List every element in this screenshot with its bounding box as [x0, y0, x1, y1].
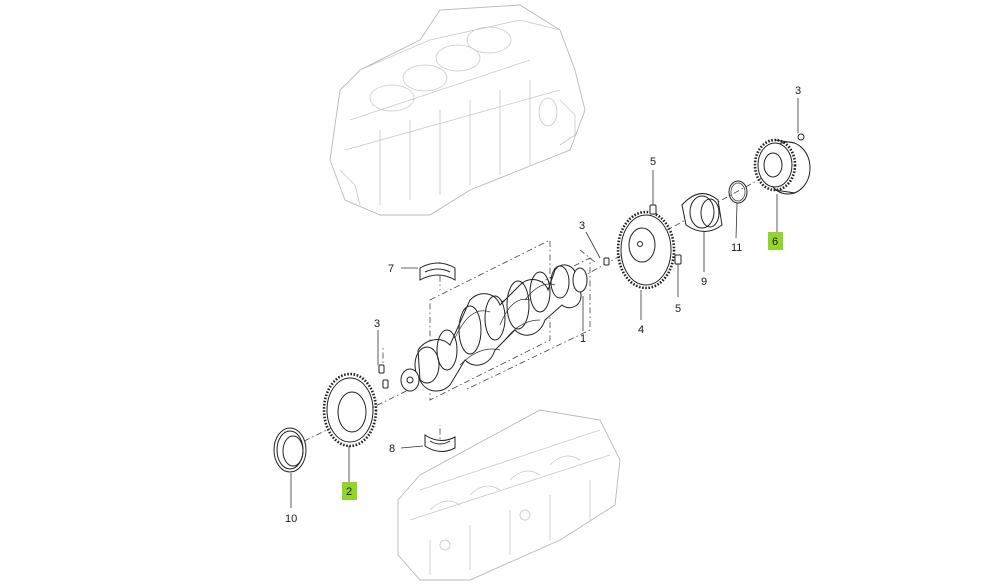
- callout-7[interactable]: 7: [388, 263, 394, 275]
- bed-plate-illustration: [397, 409, 621, 581]
- callout-8[interactable]: 8: [389, 443, 395, 455]
- callout-5-top[interactable]: 5: [650, 156, 656, 168]
- seal-ring-part: [273, 427, 307, 473]
- callout-labels: 1 2 3 3 3 4 5 5 6 7 8 9 10 11: [285, 85, 801, 525]
- screws-left: [378, 133, 805, 389]
- callout-2[interactable]: 2: [346, 486, 352, 498]
- bearing-shell-lower: [424, 434, 456, 452]
- highlight-box-6: [768, 232, 783, 250]
- engine-block-illustration: [329, 4, 586, 216]
- callout-9[interactable]: 9: [701, 276, 707, 288]
- callout-10[interactable]: 10: [285, 513, 297, 525]
- highlight-box-2: [342, 482, 357, 500]
- callout-5-bottom[interactable]: 5: [675, 303, 681, 315]
- crankshaft-part: [400, 239, 591, 401]
- o-ring-part: [728, 180, 748, 204]
- callout-6[interactable]: 6: [772, 236, 778, 248]
- callout-1[interactable]: 1: [580, 333, 586, 345]
- callout-3-center[interactable]: 3: [579, 220, 585, 232]
- callout-3-right[interactable]: 3: [795, 85, 801, 97]
- bolts: [649, 204, 682, 265]
- callout-4[interactable]: 4: [638, 324, 644, 336]
- callout-11[interactable]: 11: [731, 242, 742, 254]
- bearing-shell-upper: [419, 262, 456, 281]
- thrust-washer-part: [681, 193, 723, 232]
- gear-hub-part: [753, 138, 811, 195]
- rear-gear-part: [322, 372, 378, 448]
- front-gear-part: [616, 210, 676, 290]
- callout-3-left[interactable]: 3: [374, 318, 380, 330]
- leader-lines: [290, 98, 799, 508]
